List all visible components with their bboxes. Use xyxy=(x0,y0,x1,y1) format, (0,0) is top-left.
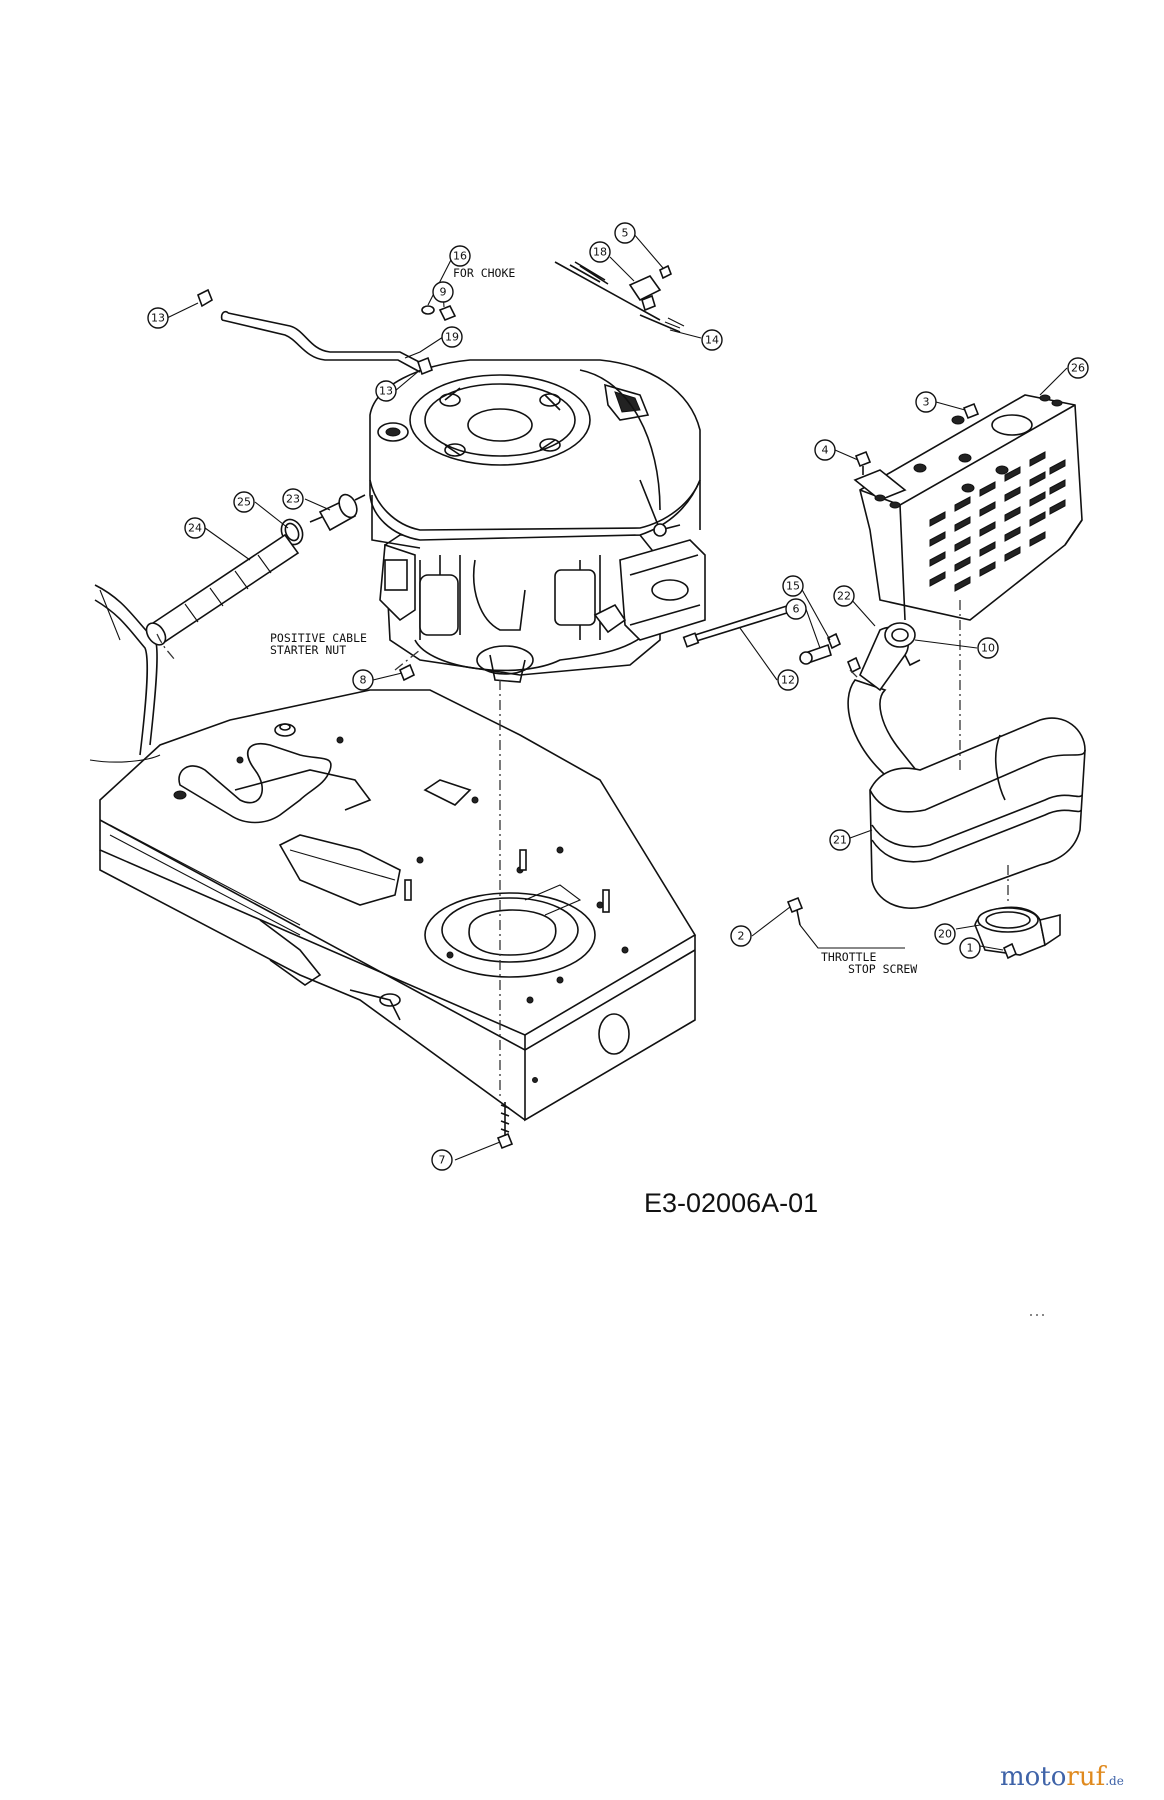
callout-13: 13 xyxy=(375,380,397,402)
callout-4: 4 xyxy=(814,439,836,461)
svg-text:18: 18 xyxy=(593,246,607,259)
svg-text:motoruf.de: motoruf.de xyxy=(1000,1762,1124,1792)
callout-6: 6 xyxy=(785,598,807,620)
callout-21: 21 xyxy=(829,829,851,851)
callout-1: 1 xyxy=(959,937,981,959)
muffler xyxy=(847,622,1086,960)
svg-text:12: 12 xyxy=(781,674,795,687)
svg-text:1: 1 xyxy=(967,942,974,955)
svg-text:13: 13 xyxy=(151,312,165,325)
callout-26: 26 xyxy=(1067,357,1089,379)
svg-text:6: 6 xyxy=(793,603,800,616)
callout-10: 10 xyxy=(977,637,999,659)
svg-text:8: 8 xyxy=(360,674,367,687)
note-for-choke: FOR CHOKE xyxy=(453,266,515,280)
fuel-line xyxy=(145,493,366,646)
callout-8: 8 xyxy=(352,669,374,691)
svg-text:9: 9 xyxy=(440,286,447,299)
svg-text:26: 26 xyxy=(1071,362,1085,375)
note-starter-nut: STARTER NUT xyxy=(270,643,346,657)
callout-13: 13 xyxy=(147,307,169,329)
svg-text:21: 21 xyxy=(833,834,847,847)
callout-15: 15 xyxy=(782,575,804,597)
callout-25: 25 xyxy=(233,491,255,513)
callout-19: 19 xyxy=(441,326,463,348)
svg-text:24: 24 xyxy=(188,522,202,535)
callout-23: 23 xyxy=(282,488,304,510)
small-hardware xyxy=(398,604,862,1150)
callout-16: 16 xyxy=(449,245,471,267)
svg-text:15: 15 xyxy=(786,580,800,593)
diagram-code: E3-02006A-01 xyxy=(644,1188,818,1218)
svg-text:10: 10 xyxy=(981,642,995,655)
svg-text:13: 13 xyxy=(379,385,393,398)
svg-text:19: 19 xyxy=(445,331,459,344)
svg-text:2: 2 xyxy=(738,930,745,943)
frame-holes xyxy=(173,723,630,1083)
svg-text:3: 3 xyxy=(923,396,930,409)
heat-shield-louvers xyxy=(929,451,1066,592)
note-stop-screw: STOP SCREW xyxy=(848,962,917,976)
motoruf-logo: motoruf.de xyxy=(1000,1762,1124,1792)
callout-24: 24 xyxy=(184,517,206,539)
callout-3: 3 xyxy=(915,391,937,413)
callout-9: 9 xyxy=(432,281,454,303)
callout-20: 20 xyxy=(934,923,956,945)
svg-text:7: 7 xyxy=(439,1154,446,1167)
svg-text:20: 20 xyxy=(938,928,952,941)
leader-lines xyxy=(166,232,1068,1161)
note-throttle: THROTTLE xyxy=(821,950,876,964)
callout-22: 22 xyxy=(833,585,855,607)
callout-18: 18 xyxy=(589,241,611,263)
svg-text:22: 22 xyxy=(837,590,851,603)
callout-7: 7 xyxy=(431,1149,453,1171)
callout-2: 2 xyxy=(730,925,752,947)
svg-text:14: 14 xyxy=(705,334,719,347)
engine xyxy=(369,359,706,683)
callout-14: 14 xyxy=(701,329,723,351)
callout-12: 12 xyxy=(777,669,799,691)
centerlines xyxy=(156,600,1009,1100)
svg-text:4: 4 xyxy=(822,444,829,457)
svg-text:16: 16 xyxy=(453,250,467,263)
callout-5: 5 xyxy=(614,222,636,244)
svg-text:5: 5 xyxy=(622,227,629,240)
svg-text:25: 25 xyxy=(237,496,251,509)
heat-shield xyxy=(853,394,1083,621)
choke-hardware xyxy=(197,261,685,376)
note-positive-cable: POSITIVE CABLE xyxy=(270,631,367,645)
svg-text:23: 23 xyxy=(286,493,300,506)
frame-chassis xyxy=(89,584,697,1122)
